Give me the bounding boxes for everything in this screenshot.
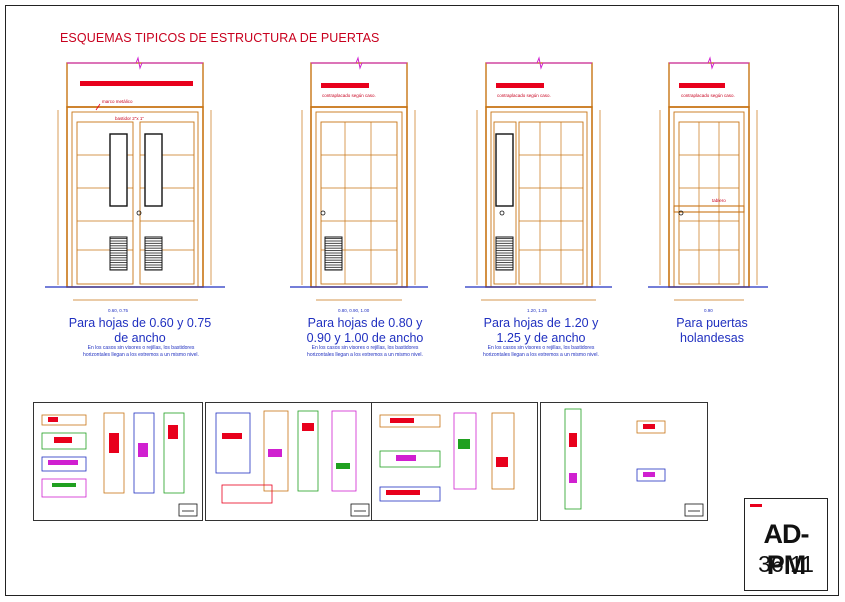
door-dim-2: 0.80, 0.90, 1.00 <box>338 308 370 313</box>
door-tag2-1: bastidor 2"x 1" <box>115 116 144 121</box>
detail-sheet-thumb-2[interactable] <box>205 402 372 521</box>
red-glazing-bar <box>496 83 544 88</box>
red-glazing-bar <box>679 83 725 88</box>
door-tag-2: contraplacado según caso. <box>322 93 376 98</box>
door-note-1: En los casos sin visores o rejillas, los… <box>83 345 199 358</box>
door-tag-3: contraplacado según caso. <box>497 93 551 98</box>
sheet-number: 36.11 <box>758 551 814 577</box>
door-dim-3: 1.20, 1.25 <box>527 308 548 313</box>
door-elevation-2: contraplacado según caso. 0.80, 0.90, 1.… <box>290 56 428 313</box>
detail-sheet-thumb-4[interactable] <box>540 402 708 521</box>
detail-sheet-thumb-3[interactable] <box>371 402 538 521</box>
door-tag-1: marco metálico <box>102 99 133 104</box>
drawing-frame <box>5 5 839 596</box>
door-elevation-1: marco metálico bastidor 2"x 1" 0.60, 0.7… <box>45 56 225 313</box>
door-tag2-4: tablero <box>712 198 726 203</box>
door-tag-4: contraplacado según caso. <box>681 93 735 98</box>
red-glazing-bar <box>321 83 369 88</box>
door-dim-4: 0.90 <box>704 308 713 313</box>
red-marker <box>750 504 762 507</box>
sheet-code-box: AD-PM 36.11 <box>744 498 828 591</box>
red-glazing-bar <box>80 81 193 86</box>
door-elevation-4: contraplacado según caso. tablero 0.90 <box>648 56 768 313</box>
door-elevation-3: contraplacado según caso. 1.20, 1.25 <box>465 56 612 313</box>
door-note-2: En los casos sin visores o rejillas, los… <box>307 345 423 358</box>
drawing-title: ESQUEMAS TIPICOS DE ESTRUCTURA DE PUERTA… <box>60 31 380 45</box>
door-dim-1: 0.60, 0.75 <box>108 308 129 313</box>
detail-sheet-thumb-1[interactable] <box>33 402 203 521</box>
door-note-3: En los casos sin visores o rejillas, los… <box>483 345 599 358</box>
sheet-code: AD-PM <box>763 519 810 580</box>
